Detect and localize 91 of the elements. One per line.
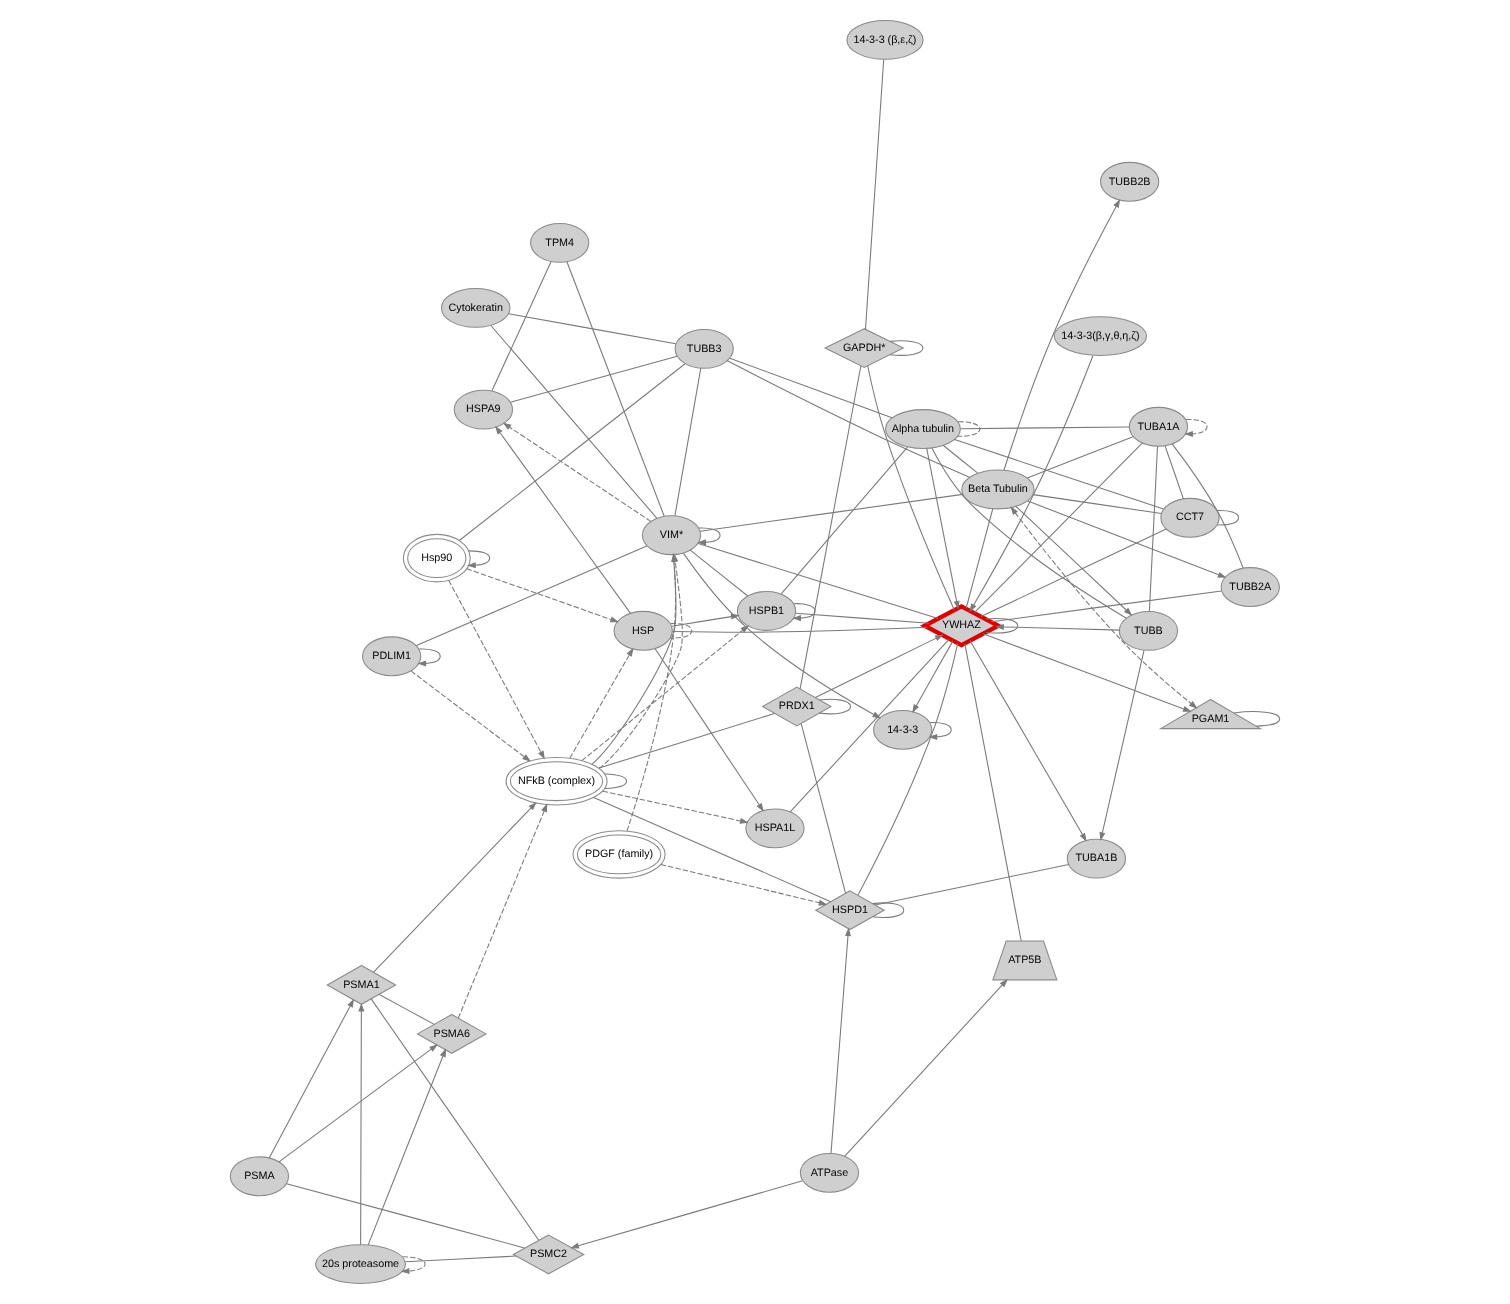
arrow (358, 1002, 365, 1245)
arrow (982, 633, 1192, 712)
connector (857, 642, 959, 896)
arrow (367, 1048, 447, 1246)
connector (566, 261, 665, 517)
arrow (373, 801, 537, 973)
arrow (792, 603, 816, 622)
connector (415, 545, 648, 647)
arrow (400, 1256, 426, 1275)
arrow (410, 670, 531, 762)
connector (729, 357, 893, 419)
arrow (1184, 418, 1208, 437)
arrow (569, 647, 634, 759)
connector (604, 773, 628, 789)
connector (370, 998, 540, 1241)
arrow (278, 1044, 438, 1163)
connector (674, 367, 702, 517)
connector (1148, 445, 1159, 612)
connector (459, 363, 686, 541)
connector (942, 445, 978, 474)
connector (672, 626, 928, 633)
arrow (969, 355, 1094, 613)
connector (286, 1183, 525, 1249)
connector (795, 612, 930, 624)
connector (378, 994, 435, 1025)
connector (964, 643, 1022, 942)
arrow (581, 625, 750, 762)
connector (864, 59, 885, 330)
connector (1032, 494, 1163, 515)
connector (1171, 443, 1244, 569)
arrow (466, 568, 619, 623)
connector (490, 324, 658, 519)
arrow (814, 634, 944, 698)
connector (867, 365, 955, 611)
connector (980, 528, 1167, 618)
connector (670, 623, 693, 639)
connector (508, 313, 677, 345)
connector (960, 426, 1130, 430)
arrow (1010, 506, 1198, 709)
connector (818, 698, 852, 715)
arrow (830, 927, 851, 1154)
connector (889, 340, 924, 356)
arrow (697, 527, 721, 546)
arrow (912, 640, 954, 714)
connector (874, 863, 1070, 906)
connector (593, 797, 832, 903)
connector (1026, 436, 1134, 479)
arrow (995, 623, 1120, 631)
connector (985, 617, 1019, 634)
arrow (844, 978, 1008, 1157)
arrow (495, 425, 631, 614)
connector (697, 543, 939, 619)
arrow (570, 1180, 804, 1249)
connector (973, 442, 1143, 614)
arrow (926, 448, 960, 610)
arrow (602, 790, 749, 824)
connector (726, 360, 970, 478)
connector (1216, 509, 1240, 526)
arrow (660, 863, 828, 906)
connector (789, 638, 950, 813)
arrow (969, 640, 1087, 842)
arrow (1027, 500, 1227, 578)
connector (965, 508, 994, 610)
arrow (502, 422, 652, 522)
connector (780, 446, 908, 595)
arrow (1015, 505, 1133, 616)
arrow (928, 722, 952, 740)
connector (689, 549, 749, 597)
arrow (467, 550, 491, 569)
arrow (457, 803, 548, 1019)
arrow (1099, 649, 1145, 841)
connector (1164, 445, 1184, 500)
arrow (654, 648, 764, 812)
connector (990, 590, 1223, 623)
arrow (683, 552, 882, 719)
arrow (268, 998, 355, 1159)
connector (598, 712, 776, 769)
connector (491, 261, 552, 392)
arrow (1003, 199, 1121, 471)
connector (509, 355, 678, 403)
arrow (448, 579, 545, 760)
connector (1233, 711, 1281, 727)
connector (957, 421, 981, 437)
connector (699, 493, 964, 532)
connector (872, 902, 905, 918)
arrow (671, 613, 740, 627)
connector (800, 723, 847, 894)
connector (404, 1255, 517, 1263)
connector (931, 447, 1127, 619)
connector (799, 365, 862, 690)
arrow (417, 648, 441, 667)
